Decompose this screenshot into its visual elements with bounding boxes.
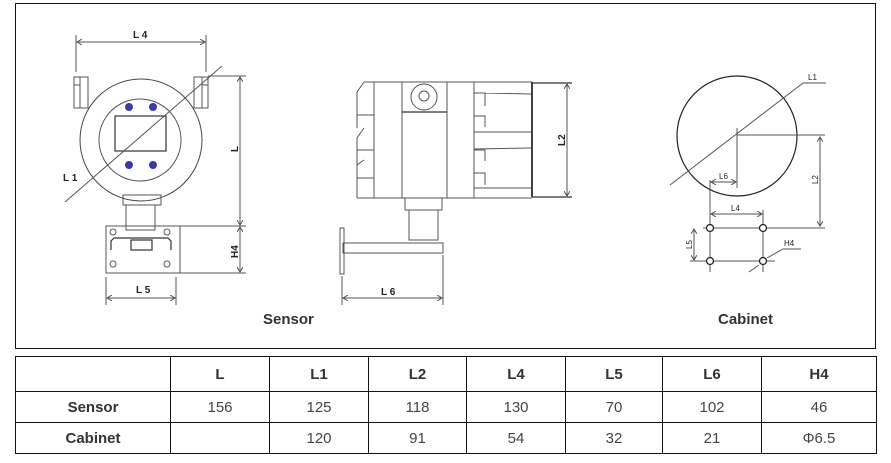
front-h4-label: H4 (230, 245, 241, 258)
column-header: H4 (761, 356, 877, 392)
side-l6-label: L 6 (381, 287, 396, 298)
table-cell: 32 (565, 422, 663, 454)
sensor-caption: Sensor (263, 311, 314, 328)
front-l4-label: L 4 (133, 30, 148, 41)
front-l-label: L (230, 146, 241, 152)
cabinet-view: L1 L2 L6 L4 L5 H4 (669, 73, 826, 273)
table-header-row: L L1 L2 L4 L5 L6 H4 (15, 356, 877, 392)
column-header: L2 (368, 356, 467, 392)
column-header: L4 (466, 356, 566, 392)
side-l2-label: L2 (557, 134, 568, 146)
cabinet-l4-label: L4 (731, 204, 740, 213)
table-cell: 70 (565, 391, 663, 423)
screws (125, 103, 157, 169)
dimension-drawing: L 4 L 1 L H4 L 5 (63, 30, 826, 305)
column-header: L6 (662, 356, 762, 392)
table-cell: 120 (269, 422, 369, 454)
column-header (15, 356, 171, 392)
table-cell: 130 (466, 391, 566, 423)
table-cell: Φ6.5 (761, 422, 877, 454)
table-cell: 102 (662, 391, 762, 423)
cabinet-caption: Cabinet (718, 311, 774, 328)
cabinet-l1-label: L1 (808, 73, 817, 82)
dimensions-table: L L1 L2 L4 L5 L6 H4 Sensor 156 125 118 1… (15, 356, 877, 454)
table-row: Sensor 156 125 118 130 70 102 46 (15, 391, 877, 423)
column-header: L1 (269, 356, 369, 392)
front-l5-label: L 5 (136, 285, 151, 296)
table-row: Cabinet 120 91 54 32 21 Φ6.5 (15, 422, 877, 454)
table-cell (170, 422, 270, 454)
row-header: Sensor (15, 391, 171, 423)
sensor-side-view: L2 L 6 (339, 81, 572, 305)
cabinet-l6-label: L6 (719, 172, 728, 181)
cabinet-h4-label: H4 (784, 239, 795, 248)
sensor-front-view: L 4 L 1 L H4 L 5 (63, 30, 246, 305)
table-cell: 54 (466, 422, 566, 454)
cabinet-l5-label: L5 (685, 240, 694, 249)
column-header: L5 (565, 356, 663, 392)
row-header: Cabinet (15, 422, 171, 454)
table-cell: 125 (269, 391, 369, 423)
cabinet-l2-label: L2 (811, 175, 820, 184)
table-cell: 91 (368, 422, 467, 454)
drawing-frame (15, 3, 876, 349)
front-l1-label: L 1 (63, 173, 78, 184)
table-cell: 118 (368, 391, 467, 423)
table-cell: 46 (761, 391, 877, 423)
table-cell: 21 (662, 422, 762, 454)
column-header: L (170, 356, 270, 392)
table-cell: 156 (170, 391, 270, 423)
